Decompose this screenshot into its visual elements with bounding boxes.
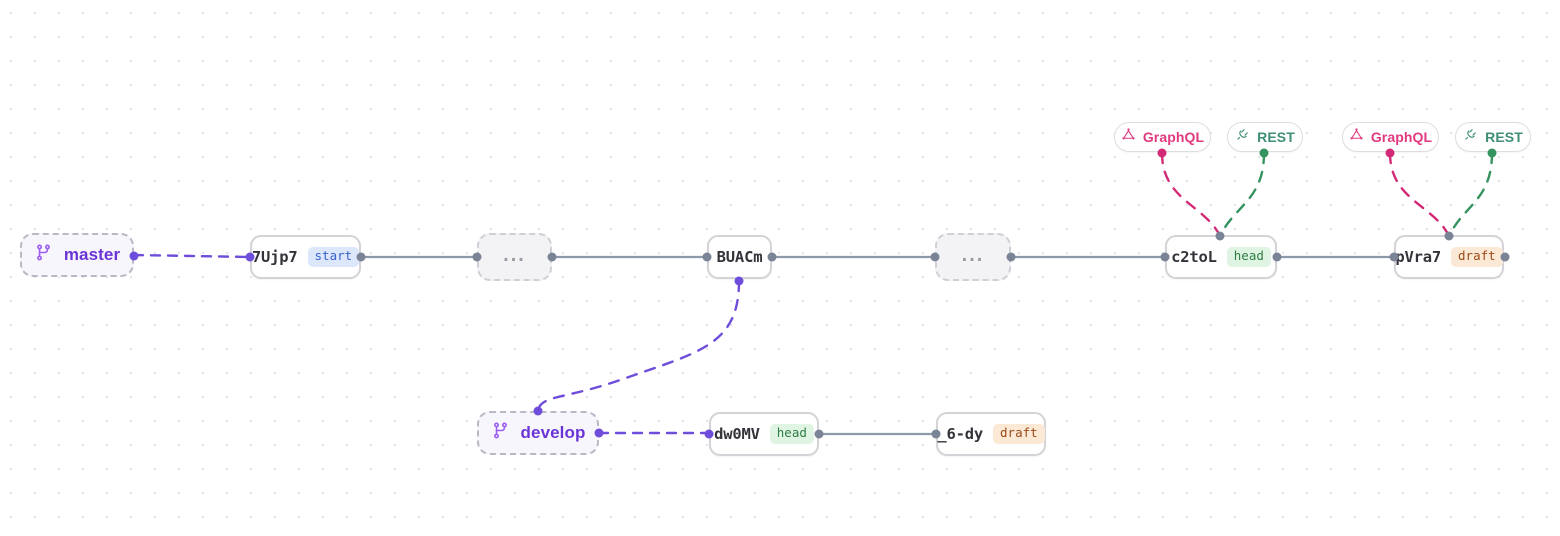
commit-hash: pVra7 bbox=[1395, 248, 1442, 266]
branch-label: develop bbox=[520, 423, 586, 442]
git-branch-icon bbox=[34, 243, 53, 267]
edge-graphql2-to-pvra7 bbox=[1388, 151, 1451, 238]
edge-graphql1-to-c2tol bbox=[1160, 151, 1222, 238]
branch-label: master bbox=[63, 245, 121, 264]
api-pill-label: GraphQL bbox=[1142, 129, 1205, 145]
status-badge: head bbox=[1226, 247, 1271, 267]
api-pill-label: REST bbox=[1485, 129, 1523, 145]
port-rest1-out[interactable] bbox=[1259, 148, 1269, 158]
plug-icon bbox=[1463, 127, 1478, 147]
commit-node-c2toL[interactable]: c2toL head bbox=[1165, 235, 1277, 279]
port-ellipsis2-out[interactable] bbox=[1006, 252, 1016, 262]
api-pill-graphql-2[interactable]: GraphQL bbox=[1342, 122, 1439, 152]
graphql-icon bbox=[1121, 127, 1136, 147]
port-c2tol-api-in[interactable] bbox=[1215, 231, 1225, 241]
edge-buacm-to-develop bbox=[536, 279, 741, 413]
collapsed-commits-node-2[interactable]: ... bbox=[935, 233, 1011, 281]
commit-hash: BUACm bbox=[716, 248, 763, 266]
branch-node-master[interactable]: master bbox=[20, 233, 134, 277]
edge-master-to-7ujp7 bbox=[132, 253, 252, 259]
port-buacm-out[interactable] bbox=[767, 252, 777, 262]
commit-node-_6-dy[interactable]: _6-dy draft bbox=[936, 412, 1046, 456]
graphql-icon bbox=[1349, 127, 1364, 147]
port-pvra7-in[interactable] bbox=[1389, 252, 1399, 262]
commit-node-pVra7[interactable]: pVra7 draft bbox=[1394, 235, 1504, 279]
commit-node-BUACm[interactable]: BUACm bbox=[707, 235, 772, 279]
port-buacm-in[interactable] bbox=[702, 252, 712, 262]
port-master-out[interactable] bbox=[129, 251, 139, 261]
commit-hash: c2toL bbox=[1171, 248, 1217, 266]
api-pill-rest-1[interactable]: REST bbox=[1227, 122, 1303, 152]
commit-hash: dw0MV bbox=[714, 425, 760, 443]
status-badge: start bbox=[307, 247, 360, 267]
api-pill-label: REST bbox=[1257, 129, 1295, 145]
edge-rest2-to-pvra7 bbox=[1447, 151, 1494, 238]
commit-node-7Ujp7[interactable]: 7Ujp7 start bbox=[250, 235, 361, 279]
plug-icon bbox=[1235, 127, 1250, 147]
status-badge: head bbox=[769, 424, 814, 444]
port-7ujp7-out[interactable] bbox=[356, 252, 366, 262]
port-ellipsis2-in[interactable] bbox=[930, 252, 940, 262]
port-ellipsis1-out[interactable] bbox=[547, 252, 557, 262]
api-pill-label: GraphQL bbox=[1370, 129, 1433, 145]
port-graphql1-out[interactable] bbox=[1157, 148, 1167, 158]
collapsed-commits-node-1[interactable]: ... bbox=[477, 233, 552, 281]
port-dw0mv-out[interactable] bbox=[814, 429, 824, 439]
commit-node-dw0MV[interactable]: dw0MV head bbox=[709, 412, 819, 456]
commit-hash: _6-dy bbox=[937, 425, 984, 443]
status-badge: draft bbox=[1451, 247, 1503, 267]
port-6dy-in[interactable] bbox=[931, 429, 941, 439]
port-7ujp7-in[interactable] bbox=[245, 252, 255, 262]
edge-rest1-to-c2tol bbox=[1218, 151, 1266, 238]
git-branch-icon bbox=[491, 421, 510, 445]
port-c2tol-out[interactable] bbox=[1272, 252, 1282, 262]
api-pill-rest-2[interactable]: REST bbox=[1455, 122, 1531, 152]
port-develop-in[interactable] bbox=[533, 406, 543, 416]
port-dw0mv-in[interactable] bbox=[704, 429, 714, 439]
port-ellipsis1-in[interactable] bbox=[472, 252, 482, 262]
commit-hash: 7Ujp7 bbox=[251, 248, 298, 266]
port-graphql2-out[interactable] bbox=[1385, 148, 1395, 158]
port-c2tol-in[interactable] bbox=[1160, 252, 1170, 262]
port-buacm-branch-out[interactable] bbox=[734, 276, 744, 286]
port-rest2-out[interactable] bbox=[1487, 148, 1497, 158]
api-pill-graphql-1[interactable]: GraphQL bbox=[1114, 122, 1211, 152]
status-badge: draft bbox=[993, 424, 1045, 444]
port-develop-out[interactable] bbox=[594, 428, 604, 438]
branch-node-develop[interactable]: develop bbox=[477, 411, 599, 455]
port-pvra7-out[interactable] bbox=[1500, 252, 1510, 262]
port-pvra7-api-in[interactable] bbox=[1444, 231, 1454, 241]
